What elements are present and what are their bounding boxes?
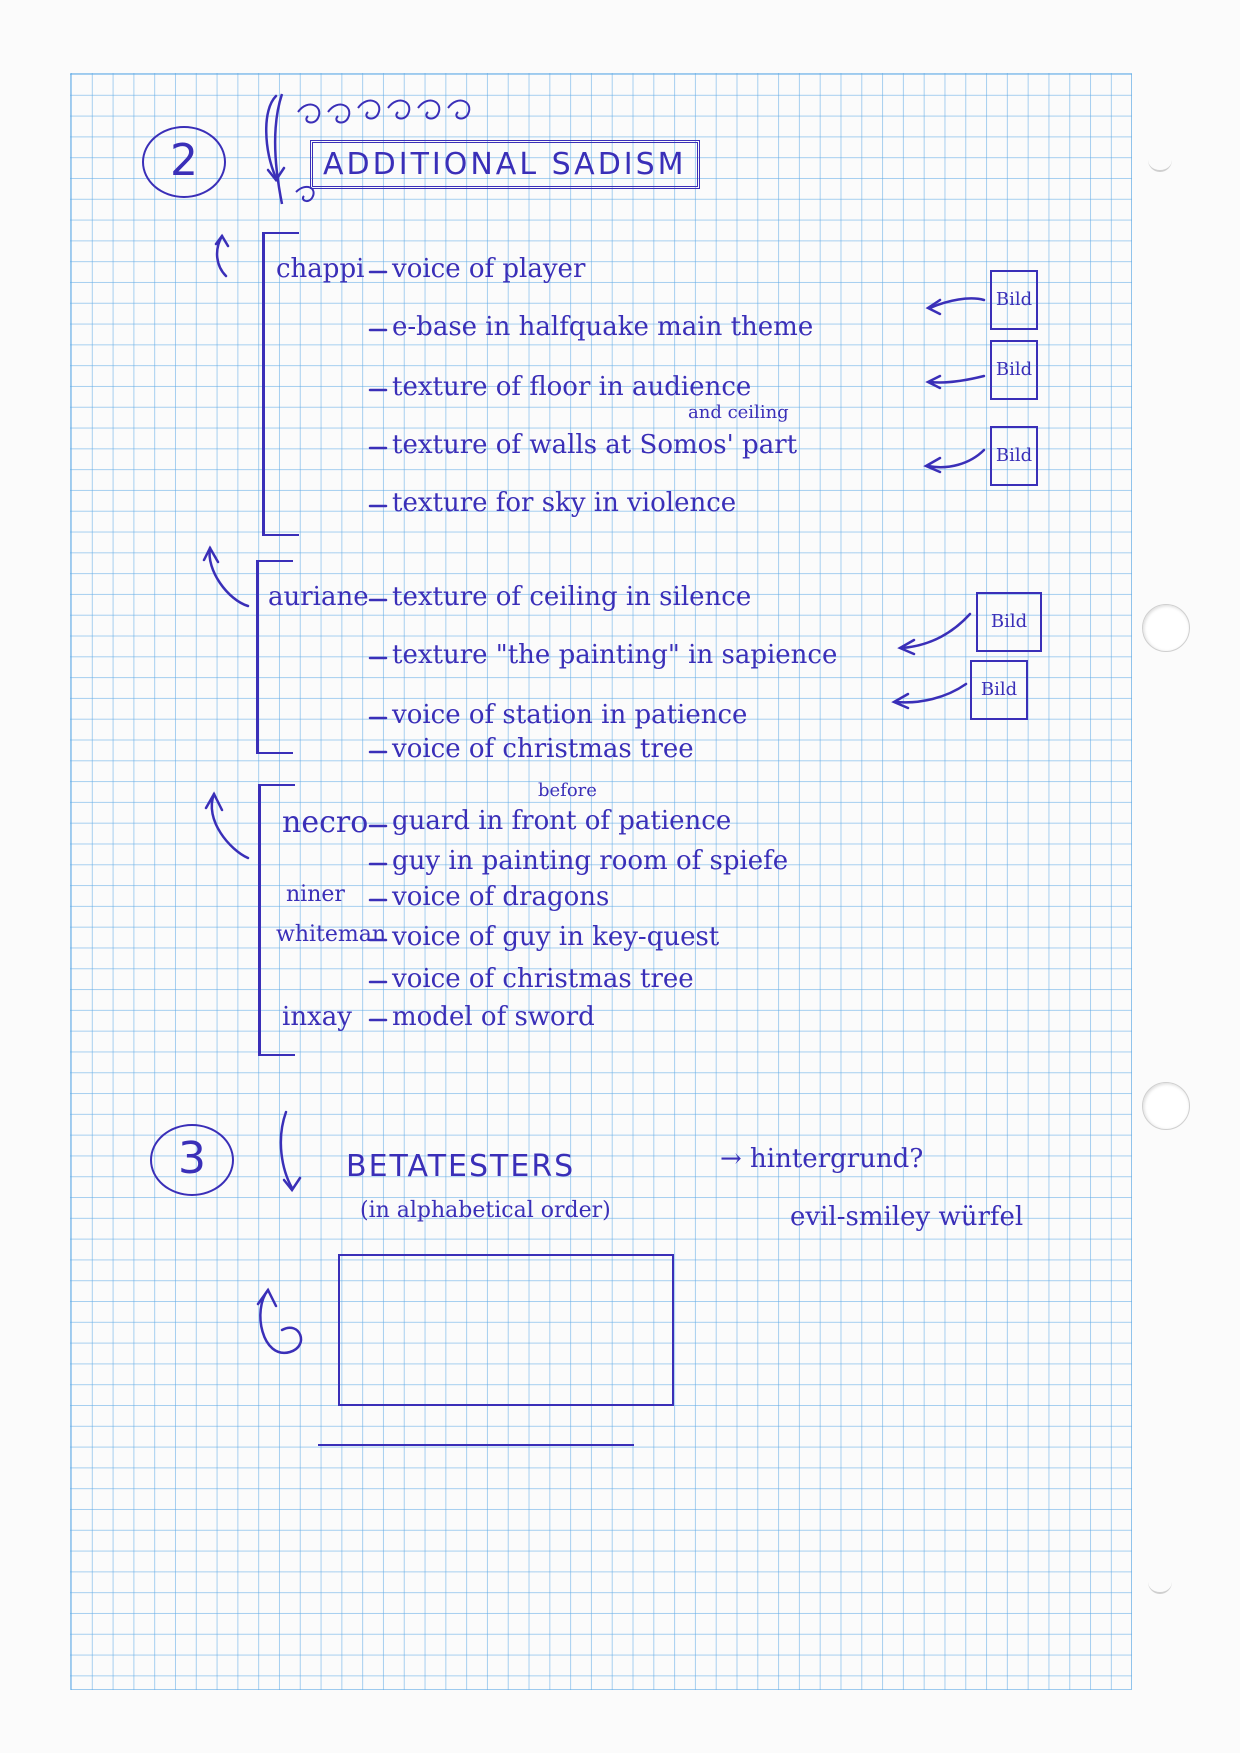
group-bracket-chappi — [262, 232, 299, 536]
swirl-ornament-icon — [273, 93, 471, 205]
curl-arrow-icon — [279, 1110, 294, 1190]
section-number-3: 3 — [150, 1124, 234, 1196]
contributor-necro: necro — [282, 805, 369, 840]
grid-paper — [70, 73, 1132, 1690]
punch-hole-top — [1142, 604, 1190, 652]
section-title-additional-sadism: ADDITIONAL SADISM — [310, 140, 700, 189]
contributor-niner: niner — [286, 882, 345, 907]
margin-note-hintergrund: → hintergrund? — [720, 1144, 924, 1174]
insert-note: before — [538, 780, 597, 801]
bild-box: Bild — [990, 340, 1038, 400]
bild-box: Bild — [970, 660, 1028, 720]
contributor-inxay: inxay — [282, 1002, 352, 1032]
curl-arrow-icon — [208, 546, 250, 608]
credit-line: voice of christmas tree — [392, 964, 694, 994]
section-subtitle: (in alphabetical order) — [360, 1198, 611, 1223]
credit-line: voice of dragons — [392, 882, 610, 912]
contributor-chappi: chappi — [276, 254, 365, 284]
credit-line: e-base in halfquake main theme — [392, 312, 814, 342]
insert-note: and ceiling — [688, 402, 789, 423]
curl-arrow-icon — [265, 94, 278, 180]
bild-box: Bild — [990, 270, 1038, 330]
credit-line: texture of ceiling in silence — [392, 582, 752, 612]
credit-line: texture of floor in audience — [392, 372, 752, 402]
underline-rule — [318, 1444, 634, 1446]
credit-line: guy in painting room of spiefe — [392, 846, 789, 876]
credit-line: model of sword — [392, 1002, 595, 1032]
credit-line: texture "the painting" in sapience — [392, 640, 838, 670]
credit-line: voice of guy in key-quest — [392, 922, 720, 952]
arrow-left-icon — [894, 682, 968, 704]
credit-line: texture for sky in violence — [392, 488, 737, 518]
credit-line: texture of walls at Somos' part — [392, 430, 798, 460]
group-bracket-auriane — [256, 560, 293, 754]
group-bracket-necro — [258, 784, 295, 1056]
credit-line: voice of station in patience — [392, 700, 748, 730]
section-number-2: 2 — [142, 126, 226, 198]
bild-box: Bild — [976, 592, 1042, 652]
margin-note-wuerfel: evil-smiley würfel — [790, 1202, 1024, 1232]
credit-line: voice of player — [392, 254, 586, 284]
bild-box: Bild — [990, 426, 1038, 486]
credit-line: voice of christmas tree — [392, 734, 694, 764]
contributor-auriane: auriane — [268, 582, 369, 612]
curl-arrow-icon — [210, 792, 250, 860]
arrow-left-icon — [928, 374, 986, 384]
arrow-left-icon — [900, 612, 972, 650]
punch-hole-bottom — [1142, 1082, 1190, 1130]
section-title-betatesters: BETATESTERS — [346, 1149, 576, 1184]
credit-line: guard in front of patience — [392, 806, 732, 836]
contributor-whiteman: whiteman — [276, 922, 387, 947]
paper-nick-top — [1148, 156, 1172, 172]
betatester-list-box — [338, 1254, 674, 1406]
paper-nick-bottom — [1148, 1578, 1172, 1594]
arrow-left-icon — [926, 448, 986, 469]
curl-arrow-icon — [259, 1288, 303, 1355]
arrow-left-icon — [928, 297, 986, 310]
